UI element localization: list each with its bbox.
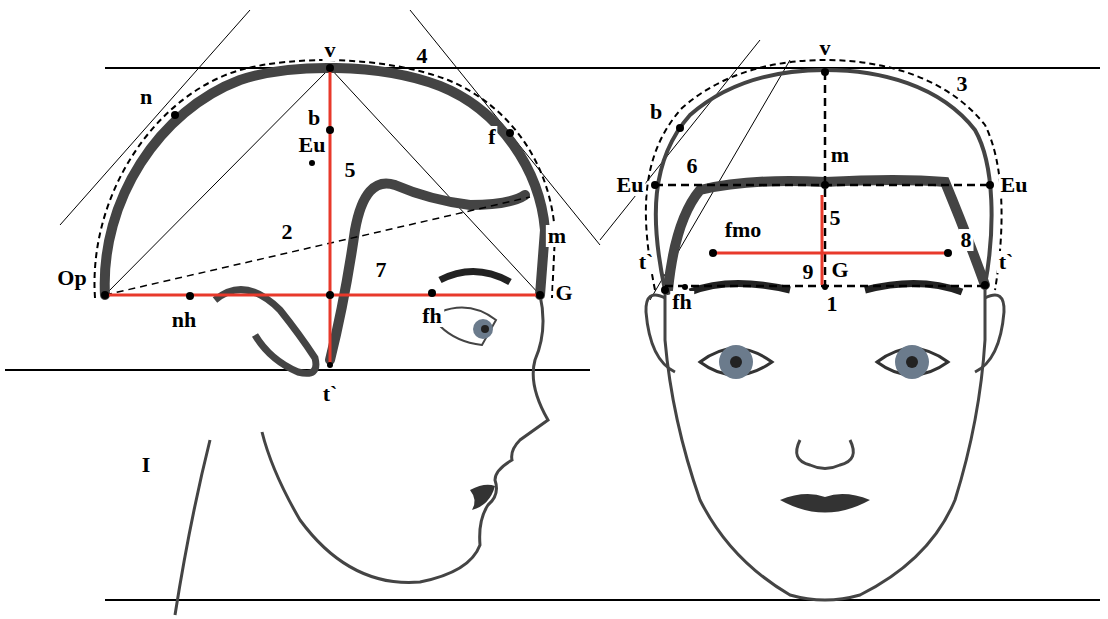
landmark-label: Eu bbox=[297, 134, 328, 156]
landmark-label: Eu bbox=[999, 174, 1030, 196]
landmark-label: b bbox=[648, 101, 664, 123]
landmark-label: 3 bbox=[955, 73, 970, 95]
landmark-label: v bbox=[818, 37, 833, 59]
landmark-label: 5 bbox=[828, 207, 843, 229]
landmark-label: 5 bbox=[343, 159, 358, 181]
landmark-label: t` bbox=[321, 383, 340, 405]
landmark-label: Eu bbox=[615, 174, 646, 196]
landmark-label: t` bbox=[997, 251, 1016, 273]
landmark-label: G bbox=[553, 282, 574, 304]
landmark-label: nh bbox=[170, 309, 198, 331]
landmark-label: fh bbox=[420, 305, 444, 327]
landmark-label: t` bbox=[637, 251, 656, 273]
landmark-label: 1 bbox=[825, 293, 840, 315]
landmark-label: fmo bbox=[723, 219, 764, 241]
landmark-label: fh bbox=[670, 291, 694, 313]
landmark-label: 7 bbox=[374, 259, 389, 281]
landmark-label: 2 bbox=[280, 221, 295, 243]
landmark-label: b bbox=[306, 107, 322, 129]
landmark-label: 9 bbox=[801, 261, 816, 283]
landmark-label: m bbox=[546, 225, 568, 247]
landmark-label: 4 bbox=[415, 45, 430, 67]
landmark-label: 8 bbox=[959, 229, 974, 251]
landmark-label: m bbox=[829, 144, 851, 166]
landmark-label: I bbox=[140, 454, 153, 476]
landmark-label: n bbox=[138, 86, 154, 108]
landmark-label: v bbox=[323, 39, 338, 61]
landmark-label: f bbox=[486, 126, 497, 148]
landmark-label: G bbox=[829, 259, 850, 281]
landmark-label: 6 bbox=[685, 155, 700, 177]
landmark-label: Op bbox=[55, 267, 88, 289]
